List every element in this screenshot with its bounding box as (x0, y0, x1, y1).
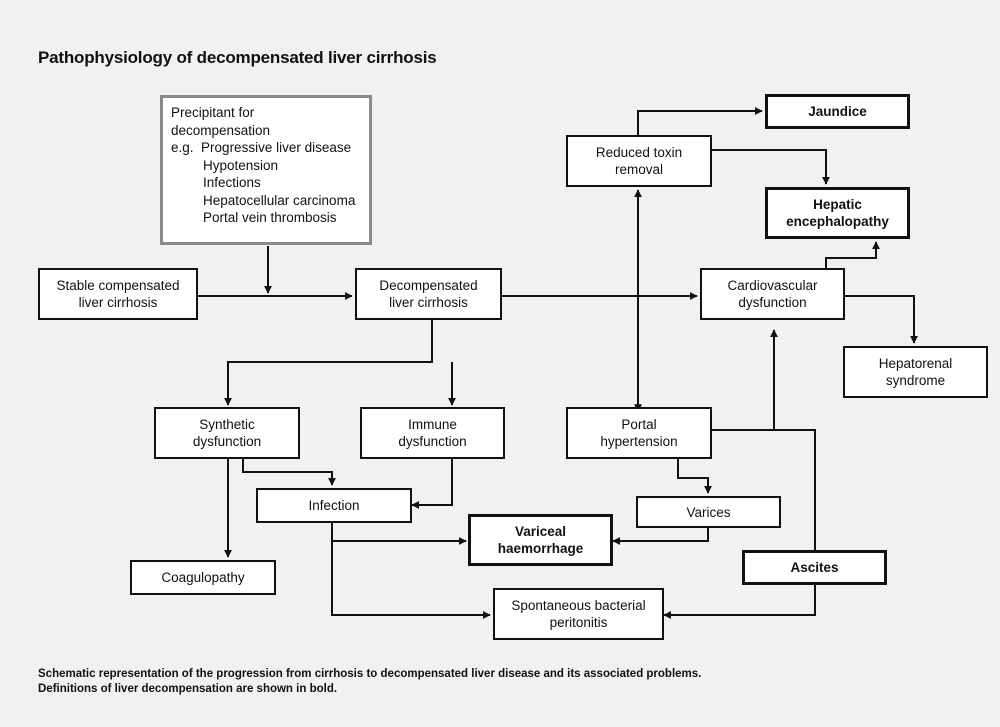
node-hepatorenal-syndrome: Hepatorenal syndrome (843, 346, 988, 398)
precipitant-heading-1: Precipitant for (171, 105, 255, 120)
arrow-ascites-to-sbp (663, 583, 816, 619)
node-encephalopathy-line-1: Hepatic (813, 197, 862, 212)
node-immune-dysfunction: Immune dysfunction (360, 407, 505, 459)
node-portal-line-2: hypertension (600, 434, 678, 449)
node-cardiovascular-dysfunction: Cardiovascular dysfunction (700, 268, 845, 320)
node-synthetic-line-1: Synthetic (199, 417, 255, 432)
node-stable-line-2: liver cirrhosis (78, 295, 158, 310)
precipitant-item-1: e.g. Progressive liver disease (171, 139, 361, 157)
arrow-infection-to-sbp (331, 541, 491, 619)
node-coagulopathy: Coagulopathy (130, 560, 276, 595)
precipitant-heading-2: decompensation (171, 122, 271, 138)
arrow-synthetic-to-infection (242, 458, 336, 486)
node-variceal-line-2: haemorrhage (497, 541, 584, 556)
node-stable-line-1: Stable compensated (56, 278, 180, 293)
node-ascites: Ascites (742, 550, 887, 585)
caption-line-2: Definitions of liver decompensation are … (38, 683, 338, 695)
node-jaundice-line-1: Jaundice (808, 104, 867, 119)
node-synthetic-dysfunction: Synthetic dysfunction (154, 407, 300, 459)
precipitant-item-2: Hypotension (203, 157, 279, 173)
node-reduced-toxin-line-2: removal (614, 162, 663, 177)
node-varices-line-1: Varices (686, 504, 731, 520)
node-spontaneous-bacterial-peritonitis: Spontaneous bacterial peritonitis (493, 588, 664, 640)
node-decompensated-cirrhosis: Decompensated liver cirrhosis (355, 268, 502, 320)
arrow-portal-to-ascites (774, 429, 816, 551)
arrow-cardio-to-encephalopathy (825, 241, 880, 268)
precipitant-item-5: Portal vein thrombosis (203, 210, 337, 225)
precipitant-item-1-text: Progressive liver disease (201, 140, 352, 155)
node-hepatorenal-line-1: Hepatorenal (878, 356, 953, 371)
precipitant-item-4: Hepatocellular carcinoma (203, 192, 356, 208)
node-infection: Infection (256, 488, 412, 523)
node-decompensated-line-2: liver cirrhosis (389, 295, 468, 310)
node-immune-line-1: Immune (408, 417, 457, 432)
node-reduced-toxin-removal: Reduced toxin removal (566, 135, 712, 187)
node-variceal-line-1: Variceal (514, 524, 567, 539)
arrow-varices-to-variceal (612, 525, 709, 545)
node-coagulopathy-line-1: Coagulopathy (161, 570, 245, 585)
precipitant-lead: e.g. (171, 140, 194, 155)
precipitant-item-3: Infections (203, 175, 261, 190)
node-decompensated-line-1: Decompensated (379, 278, 478, 293)
node-ascites-line-1: Ascites (790, 560, 839, 575)
arrow-toxin-to-jaundice (637, 107, 763, 138)
node-infection-line-1: Infection (308, 498, 360, 513)
node-hepatic-encephalopathy: Hepatic encephalopathy (765, 187, 910, 239)
arrow-toxin-to-encephalopathy (712, 149, 830, 185)
node-portal-hypertension: Portal hypertension (566, 407, 712, 459)
node-immune-line-2: dysfunction (398, 434, 467, 449)
precipitant-box: Precipitant for decompensation e.g. Prog… (160, 95, 372, 245)
node-hepatorenal-line-2: syndrome (885, 373, 946, 388)
caption-line-1: Schematic representation of the progress… (38, 668, 702, 680)
arrow-portal-to-cardio (712, 329, 778, 431)
arrow-cardio-to-hepatorenal (845, 295, 918, 344)
node-synthetic-line-2: dysfunction (192, 434, 262, 449)
arrow-decompensated-branch (224, 320, 433, 406)
node-encephalopathy-line-2: encephalopathy (786, 214, 889, 229)
arrow-portal-to-varices (677, 458, 712, 494)
page-title: Pathophysiology of decompensated liver c… (38, 48, 437, 67)
node-sbp-line-1: Spontaneous bacterial (511, 598, 646, 613)
arrow-infection-to-variceal (331, 522, 467, 545)
node-stable-cirrhosis: Stable compensated liver cirrhosis (38, 268, 198, 320)
node-cardiovascular-line-2: dysfunction (738, 295, 807, 310)
node-sbp-line-2: peritonitis (549, 615, 608, 630)
node-cardiovascular-line-1: Cardiovascular (727, 278, 818, 293)
node-jaundice: Jaundice (765, 94, 910, 129)
node-reduced-toxin-line-1: Reduced toxin (595, 145, 683, 160)
node-portal-line-1: Portal (621, 417, 657, 432)
node-varices: Varices (636, 496, 781, 528)
node-variceal-haemorrhage: Variceal haemorrhage (468, 514, 613, 566)
arrow-immune-to-infection (411, 458, 453, 509)
figure-caption: Schematic representation of the progress… (38, 667, 701, 697)
